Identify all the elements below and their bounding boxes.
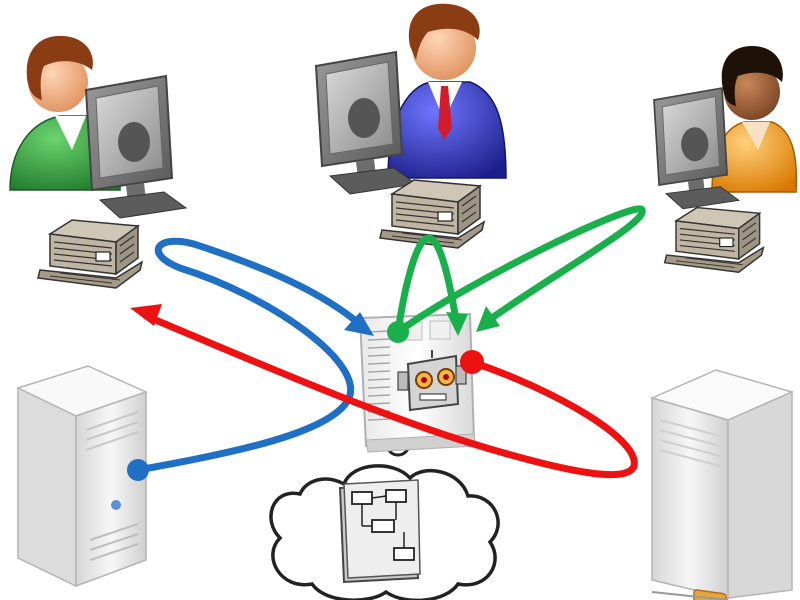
green-arrowhead-right — [476, 306, 500, 332]
green-start-dot — [387, 321, 409, 343]
red-arrowhead — [130, 304, 162, 326]
blue-arrowhead — [344, 312, 374, 336]
blue-flow — [127, 237, 374, 481]
workflow-document-icon — [338, 479, 421, 584]
server-left — [15, 365, 149, 588]
green-flow — [387, 205, 646, 343]
red-start-dot — [460, 350, 484, 374]
thought-cloud-workflow-icon — [269, 408, 500, 600]
server-right — [649, 369, 795, 600]
robot-face-icon — [397, 350, 467, 412]
user-left — [9, 35, 187, 289]
hub-robot-agent — [358, 312, 477, 453]
user-right — [653, 46, 798, 273]
red-flow — [130, 304, 638, 479]
green-arrowhead-center — [446, 312, 468, 336]
person-orange-shirt-icon — [711, 46, 798, 193]
user-center — [315, 3, 507, 249]
blue-start-dot — [127, 459, 149, 481]
person-blue-suit-icon — [387, 3, 507, 179]
